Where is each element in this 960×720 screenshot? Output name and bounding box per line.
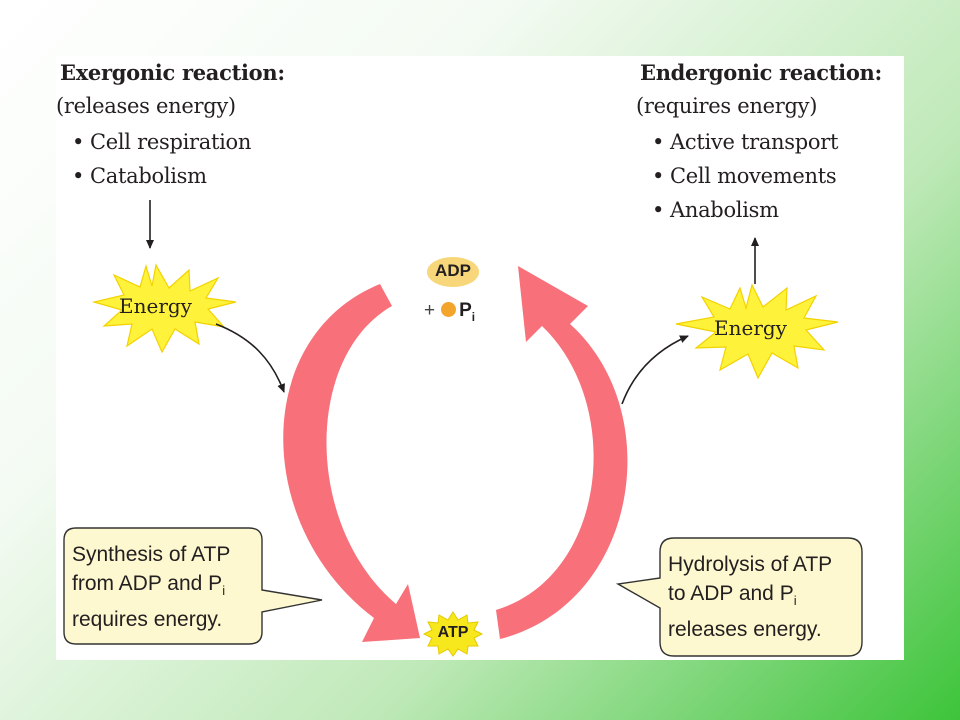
- endergonic-bullet-1-text: Active transport: [670, 130, 839, 154]
- adp-pill: [427, 257, 479, 287]
- hydrolysis-line-2: to ADP and Pi: [668, 579, 832, 615]
- adp-label: ADP: [435, 261, 471, 280]
- endergonic-bullet-3: •Anabolism: [652, 198, 779, 222]
- atp-starburst: [422, 611, 484, 657]
- synthesis-line-1: Synthesis of ATP: [72, 543, 231, 566]
- endergonic-heading: Endergonic reaction:: [640, 60, 882, 85]
- synthesis-callout-box: [63, 527, 323, 645]
- pi-label: P: [459, 300, 472, 321]
- synthesis-line-2-subscript: i: [222, 583, 226, 599]
- exergonic-bullet-2-text: Catabolism: [90, 164, 207, 188]
- endergonic-bullet-3-text: Anabolism: [670, 198, 779, 222]
- endergonic-subheading: (requires energy): [636, 94, 818, 118]
- hydrolysis-line-2-subscript: i: [793, 593, 797, 609]
- synthesis-note: Synthesis of ATP from ADP and Pi require…: [72, 540, 230, 634]
- left-energy-starburst: [91, 263, 237, 354]
- exergonic-to-cycle-arrow: [215, 323, 285, 393]
- synthesis-arc-arrow: [283, 284, 420, 642]
- atp-cycle-diagram: [63, 200, 863, 657]
- phosphate-group: + Pi: [424, 300, 475, 324]
- pi-subscript: i: [471, 310, 476, 324]
- left-energy-label: Energy: [119, 294, 192, 318]
- hydrolysis-line-1: Hydrolysis of ATP: [668, 553, 833, 576]
- synthesis-line-2-text: from ADP and P: [72, 572, 223, 595]
- exergonic-bullet-1: •Cell respiration: [72, 130, 252, 154]
- hydrolysis-line-2-text: to ADP and P: [668, 582, 794, 605]
- exergonic-bullet-2: •Catabolism: [72, 164, 207, 188]
- atp-label: ATP: [437, 624, 469, 641]
- right-energy-label: Energy: [714, 316, 787, 340]
- exergonic-heading: Exergonic reaction:: [60, 60, 285, 85]
- synthesis-line-3: requires energy.: [72, 608, 223, 632]
- synthesis-line-2: from ADP and Pi: [72, 569, 230, 605]
- phosphate-icon: [441, 302, 457, 317]
- endergonic-bullet-1: •Active transport: [652, 130, 839, 154]
- exergonic-subheading: (releases energy): [56, 94, 236, 118]
- right-energy-starburst: [675, 283, 839, 380]
- endergonic-bullet-2-text: Cell movements: [670, 164, 837, 188]
- plus-sign: +: [424, 300, 436, 321]
- exergonic-bullet-1-text: Cell respiration: [90, 130, 252, 154]
- cycle-to-endergonic-arrow: [621, 335, 689, 405]
- hydrolysis-callout-box: [615, 537, 863, 657]
- endergonic-bullet-2: •Cell movements: [652, 164, 837, 188]
- hydrolysis-note: Hydrolysis of ATP to ADP and Pi releases…: [668, 550, 832, 644]
- hydrolysis-arc-arrow: [496, 266, 628, 639]
- diagram-panel: Exergonic reaction: (releases energy) •C…: [56, 56, 904, 660]
- hydrolysis-line-3: releases energy.: [668, 618, 822, 642]
